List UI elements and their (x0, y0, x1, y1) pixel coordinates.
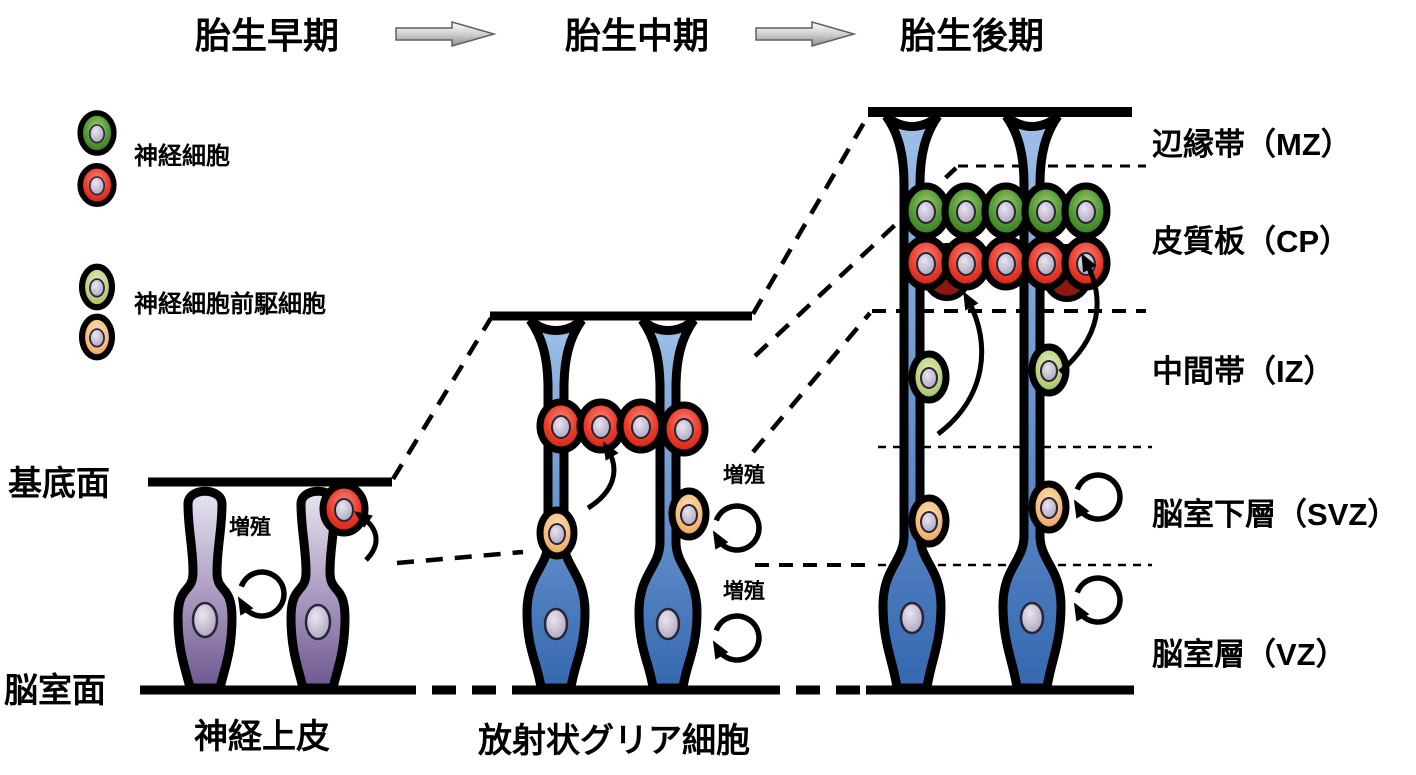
proliferation-cycle-icon (241, 572, 284, 616)
surface-lines (140, 107, 1134, 695)
legend: 神経細胞 神経細胞前駆細胞 (80, 113, 326, 357)
proliferation-label: 増殖 (229, 515, 271, 539)
proliferation-cycle-icon (716, 616, 759, 660)
stage-label-late: 胎生後期 (900, 15, 1044, 56)
differentiation-arrow-icon (353, 511, 379, 562)
legend-progenitor-green-cell (82, 267, 112, 307)
layer-label-vz: 脳室層（VZ） (1152, 637, 1347, 672)
layer-label-cp: 皮質板（CP） (1152, 224, 1350, 259)
migration-arrow-icon (586, 441, 619, 511)
neuron-red-cell (620, 402, 662, 450)
stage-late-cortex (878, 112, 1066, 693)
neuron-green-cell (945, 186, 987, 236)
radial-glia-cell (998, 112, 1066, 693)
proliferation-cycle-icon (1077, 578, 1120, 622)
connector-line (751, 311, 872, 454)
layer-labels: 辺縁帯（MZ） 皮質板（CP） 中間帯（IZ） 脳室下層（SVZ） 脳室層（VZ… (1152, 127, 1398, 672)
neuron-green-cell (905, 186, 947, 236)
progenitor-orange-cell (1032, 484, 1066, 530)
layer-label-svz: 脳室下層（SVZ） (1152, 497, 1398, 532)
proliferation-labels: 増殖 増殖 増殖 (229, 463, 765, 603)
neuron-red-cell (663, 405, 705, 453)
connector-line (751, 112, 871, 316)
neuroepithelium-label: 神経上皮 (194, 718, 330, 756)
connector-line (753, 166, 958, 358)
cell-nucleus (304, 603, 332, 641)
basal-surface-label: 基底面 (8, 465, 110, 503)
neuron-red-cell (540, 402, 582, 450)
cell-nucleus (1019, 601, 1045, 635)
neuroepithelial-cell (173, 486, 237, 693)
neuron-green-cell (1025, 186, 1067, 236)
migration-arrow-icon (1058, 253, 1100, 374)
connector-line (391, 316, 493, 481)
proliferation-cycle-icon (716, 506, 759, 550)
proliferation-label: 増殖 (723, 579, 765, 603)
neurons-and-progenitors (323, 186, 1107, 556)
progenitor-orange-cell (672, 491, 706, 537)
neuron-red-cell (985, 239, 1027, 287)
layer-label-mz: 辺縁帯（MZ） (1152, 127, 1352, 162)
stage-connector-lines (391, 112, 958, 567)
neuron-red-cell (580, 402, 622, 450)
cell-type-labels: 神経上皮 放射状グリア細胞 (194, 718, 750, 760)
stage-mid-radial-glia (522, 316, 702, 693)
stage-arrow-icon (395, 21, 495, 47)
neuron-red-cell (905, 239, 947, 287)
neuron-green-cell (1065, 186, 1107, 236)
legend-progenitor-label: 神経細胞前駆細胞 (134, 290, 326, 318)
layer-label-iz: 中間帯（IZ） (1152, 354, 1335, 389)
migration-arrow-icon (936, 291, 985, 436)
neuron-red-cell (945, 239, 987, 287)
cell-nucleus (191, 601, 219, 639)
cell-nucleus (899, 601, 925, 635)
legend-progenitor-orange-cell (82, 317, 112, 357)
stage-label-early: 胎生早期 (195, 15, 339, 56)
neuron-green-cell (985, 186, 1027, 236)
arrows (241, 253, 1120, 660)
progenitor-green-cell (912, 354, 946, 400)
proliferation-label: 増殖 (723, 463, 765, 487)
legend-neuron-red-cell (80, 166, 114, 204)
cell-nucleus (655, 607, 681, 641)
neuron-red-cell (1025, 239, 1067, 287)
legend-neuron-green-cell (80, 113, 114, 153)
surface-labels: 基底面 脳室面 (4, 465, 110, 710)
header-stage-titles: 胎生早期 胎生中期 胎生後期 (195, 15, 1044, 56)
stage-label-mid: 胎生中期 (565, 15, 709, 56)
cell-nucleus (543, 607, 569, 641)
radial-glia-cell (878, 112, 946, 693)
legend-neuron-label: 神経細胞 (134, 142, 230, 170)
radial-glia-cell (634, 316, 702, 693)
stage-arrow-icon (755, 21, 855, 47)
progenitor-orange-cell (540, 510, 574, 556)
neuron-red-cell (323, 485, 365, 533)
proliferation-cycle-icon (1077, 475, 1120, 519)
ventricular-surface-label: 脳室面 (4, 671, 106, 710)
progenitor-orange-cell (912, 498, 946, 544)
radial-glia-label: 放射状グリア細胞 (478, 722, 750, 760)
connector-line (396, 549, 524, 566)
